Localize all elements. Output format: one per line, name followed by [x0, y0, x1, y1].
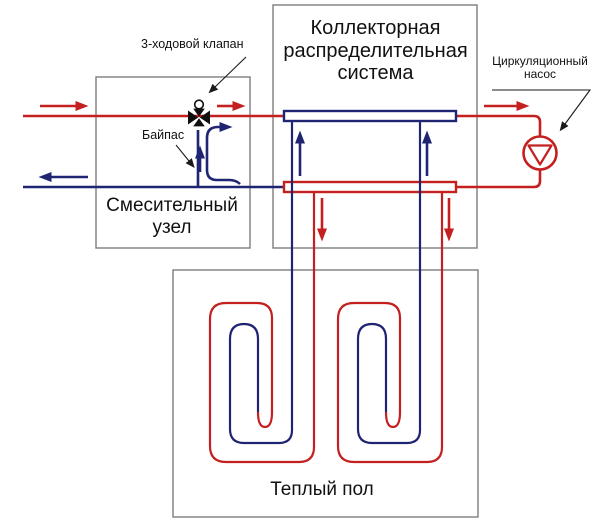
floor-loop-left-supply [208, 193, 316, 464]
pump-pipe-out [456, 169, 542, 189]
label-bypass: Байпас [142, 128, 185, 142]
floor-loop-right-supply [336, 193, 444, 464]
circulation-pump [522, 135, 558, 171]
floor-loop-right-return [356, 122, 422, 445]
pump-leader-line [492, 89, 592, 132]
pump-triangle [527, 144, 553, 166]
floor-box [172, 269, 479, 518]
label-three-way-valve: 3-ходовой клапан [141, 37, 244, 51]
label-mixing-unit: Смесительный узел [106, 195, 238, 238]
valve-actuator-circle [193, 99, 205, 110]
supply-manifold [282, 180, 458, 194]
valve-leader-line [208, 56, 247, 94]
label-collector-system: Коллекторная распределительная система [283, 17, 468, 84]
pump-pipe-in [456, 114, 542, 137]
label-circulation-pump: Циркуляционный насос [492, 54, 588, 81]
floor-loop-left-return [228, 122, 294, 445]
bypass-curve-arrow [205, 122, 241, 185]
valve-body [188, 108, 210, 127]
bypass-leader-line [175, 144, 195, 168]
return-manifold [282, 109, 458, 123]
label-warm-floor: Теплый пол [270, 479, 374, 500]
three-way-valve [188, 99, 210, 127]
